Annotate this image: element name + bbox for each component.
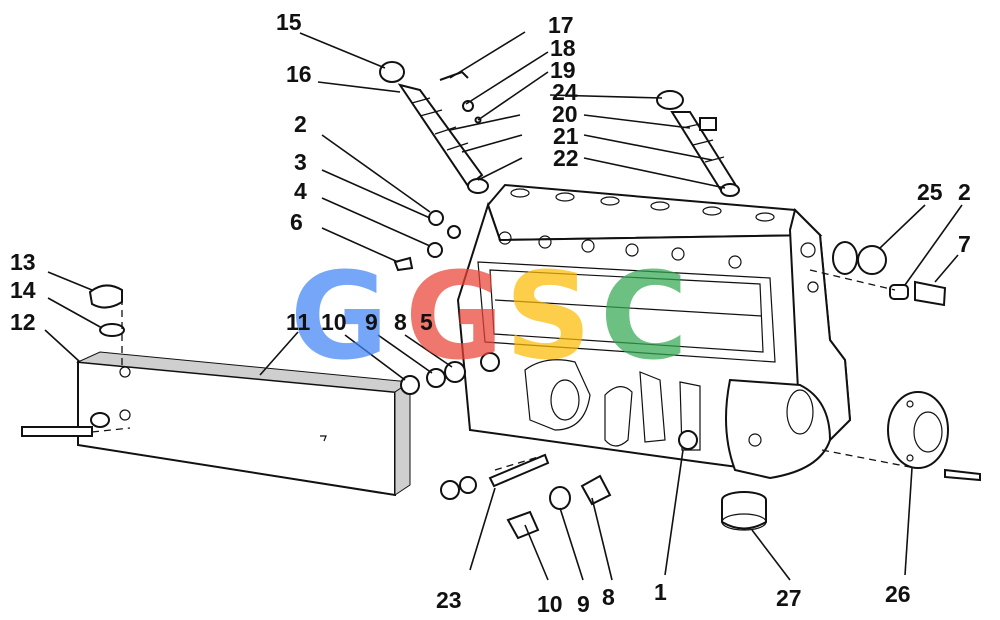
part-label: 5 <box>420 309 433 335</box>
part-label: 18 <box>550 35 576 61</box>
part-label: 16 <box>286 61 312 87</box>
leader-lines <box>44 31 963 581</box>
part-label: 9 <box>577 591 590 617</box>
watermark-letter: S <box>505 248 591 387</box>
part-label: 1 <box>654 579 667 605</box>
part-label: 11 <box>286 309 311 335</box>
lower-fittings <box>440 453 612 540</box>
part-label: 20 <box>552 101 578 127</box>
oil-plug <box>721 491 767 531</box>
watermark-letter: G <box>290 248 389 387</box>
part-label: 8 <box>394 309 407 335</box>
rear-seal-housing <box>887 391 981 482</box>
part-label: 27 <box>776 585 802 611</box>
part-label: 14 <box>10 277 36 303</box>
part-label: 8 <box>602 584 615 610</box>
side-cover-plate <box>76 351 412 497</box>
part-label: 2 <box>958 179 971 205</box>
part-label: 10 <box>537 591 563 617</box>
engine-block <box>456 183 852 480</box>
watermark-letter: C <box>600 248 688 387</box>
part-label: 24 <box>552 79 578 105</box>
watermark: G G S C <box>290 248 688 387</box>
part-label: 25 <box>917 179 943 205</box>
alignment-lines <box>91 269 916 471</box>
part-label: 26 <box>885 581 911 607</box>
watermark-letter: G <box>405 248 504 387</box>
right-side-fittings <box>832 241 947 307</box>
part-label: 15 <box>276 9 302 35</box>
part-label: 9 <box>365 309 378 335</box>
part-label: 2 <box>294 111 307 137</box>
valve-assembly-right <box>656 90 740 197</box>
part-label: 4 <box>294 178 307 204</box>
part-label: 6 <box>290 209 303 235</box>
small-fittings <box>393 70 500 395</box>
part-label: 19 <box>550 57 576 83</box>
part-label: 17 <box>548 12 574 38</box>
part-label: 3 <box>294 149 307 175</box>
valve-assembly-left <box>379 61 489 194</box>
part-label: 23 <box>436 587 462 613</box>
part-label: 10 <box>321 309 347 335</box>
part-label: 22 <box>553 145 579 171</box>
part-label: 7 <box>958 231 971 257</box>
breather-cap <box>88 284 125 337</box>
part-label: 13 <box>10 249 36 275</box>
part-label: 12 <box>10 309 36 335</box>
part-label: 21 <box>553 123 579 149</box>
part-labels: 15 16 17 18 19 24 20 21 22 2 3 4 6 25 2 … <box>10 9 971 617</box>
